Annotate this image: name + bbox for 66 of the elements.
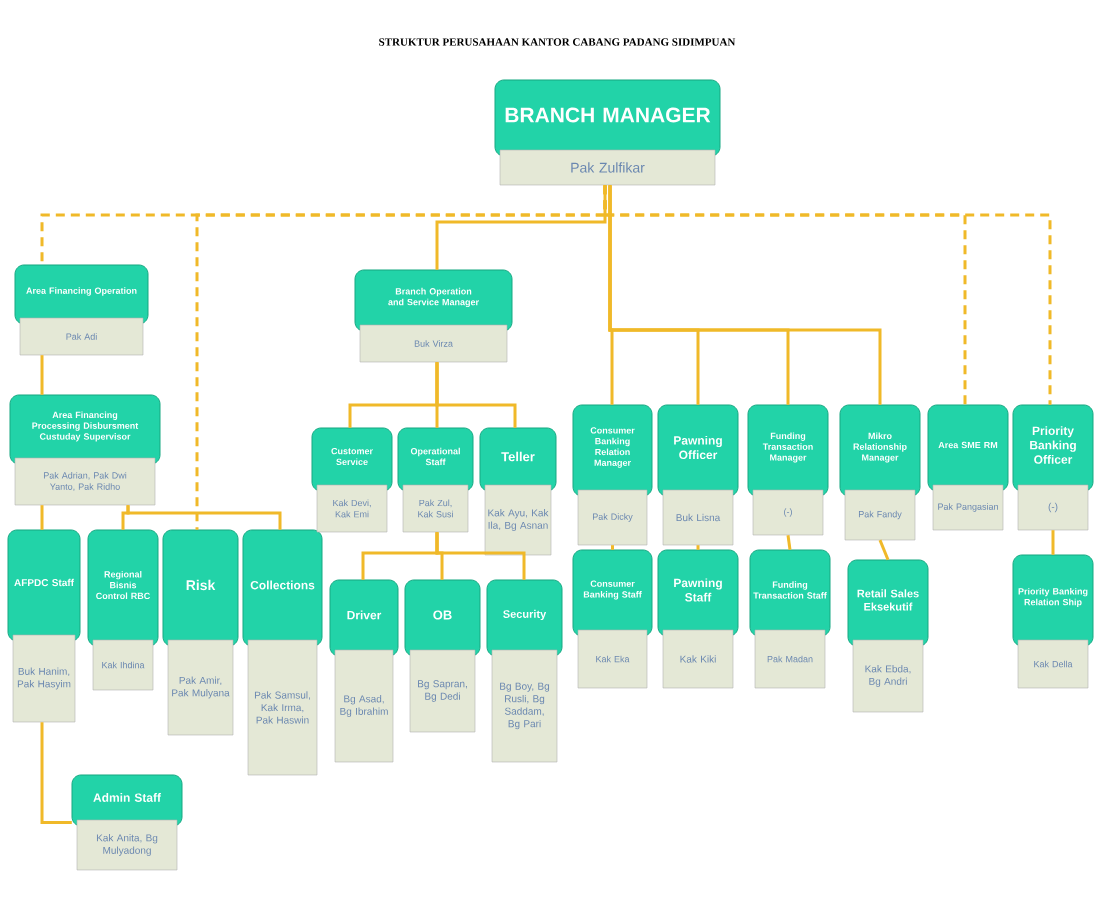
node-label: Pak Adrian, Pak Dwi Yanto, Pak Ridho — [43, 472, 127, 491]
node-label: Buk Hanim, Pak Hasyim — [17, 667, 71, 690]
position-card: BRANCH MANAGER Pak Zulfikar — [494, 79, 721, 186]
position-card: Security Bg Boy, Bg Rusli, Bg Saddam, Bg Pari — [486, 579, 563, 763]
node-label: Security — [503, 609, 547, 621]
connector-line — [1051, 530, 1055, 555]
node-label: Pak Amir, Pak Mulyana — [172, 676, 230, 699]
position-card: Area SME RM Pak Pangasian — [927, 404, 1009, 531]
position-card: Area Financing Operation Pak Adi — [14, 264, 149, 356]
node-label: (-) — [1048, 502, 1058, 513]
position-card: Mikro Relationship Manager Pak Fandy — [839, 404, 921, 541]
connector-line — [878, 539, 890, 561]
node-label: Pak Adi — [66, 333, 97, 340]
connector-line — [40, 722, 72, 824]
node-label: Kak Eka — [596, 655, 630, 663]
position-card: Consumer Banking Staff Kak Eka — [572, 549, 653, 689]
connector-line — [696, 545, 700, 550]
position-card: Driver Bg Asad, Bg Ibrahim — [329, 579, 399, 763]
position-card: Priority Banking Relation Ship Kak Della — [1012, 554, 1094, 689]
position-card: Branch Operation and Service Manager Buk Virza — [354, 269, 513, 363]
position-card: Customer Service Kak Devi, Kak Emi — [311, 427, 393, 533]
connector-line — [435, 362, 517, 428]
connector-line — [40, 505, 44, 530]
node-label: Pak Madan — [767, 655, 813, 663]
node-label: Buk Lisna — [676, 513, 721, 522]
position-card: OB Bg Sapran, Bg Dedi — [404, 579, 481, 733]
node-label: (-) — [784, 508, 792, 517]
node-label: Kak Anita, Bg Mulyadong — [96, 834, 158, 856]
position-card: Risk Pak Amir, Pak Mulyana — [162, 529, 239, 736]
position-card: Priority Banking Officer (-) — [1012, 404, 1094, 531]
node-label: Kak Ayu, Kak Ila, Bg Asnan — [488, 509, 549, 531]
connector-line — [126, 505, 282, 530]
node-label: Kak Ebda, Bg Andri — [865, 665, 911, 687]
position-card: Collections Pak Samsul, Kak Irma, Pak Haswin — [242, 529, 323, 776]
node-label: Driver — [347, 610, 382, 620]
node-label: Pak Zulfikar — [571, 162, 645, 173]
node-label: Kak Kiki — [680, 655, 716, 663]
connector-line — [40, 355, 44, 395]
title: STRUKTUR PERUSAHAAN KANTOR CABANG PADANG SIDIMPUAN — [379, 38, 736, 46]
node-label: Kak Devi, Kak Emi — [333, 499, 371, 518]
position-card: Regional Bisnis Control RBC Kak Ihdina — [87, 529, 159, 691]
node-label: Pak Fandy — [858, 510, 902, 520]
connector-line — [435, 532, 526, 580]
position-card: Area Financing Processing Disbursment Custuday Supervisor Pak Adrian, Pak Dwi Yanto, Pak Ridho — [9, 394, 161, 506]
node-label: Pak Dicky — [592, 513, 633, 522]
node-label: Buk Virza — [414, 340, 453, 347]
node-label: Kak Della — [1034, 660, 1073, 668]
connector-line — [786, 534, 792, 550]
node-label: Pak Zul, Kak Susi — [418, 499, 453, 518]
position-card: Retail Sales Eksekutif Kak Ebda, Bg Andri — [847, 559, 929, 713]
node-label: Kak Ihdina — [102, 661, 145, 669]
position-card: Pawning Staff Kak Kiki — [657, 549, 739, 689]
position-card: Teller Kak Ayu, Kak Ila, Bg Asnan — [479, 427, 557, 556]
position-card: Operational Staff Pak Zul, Kak Susi — [397, 427, 474, 533]
position-card: Consumer Banking Relation Manager Pak Dicky — [572, 404, 653, 546]
connector-line — [435, 185, 607, 270]
position-card: Funding Transaction Manager (-) — [747, 404, 829, 536]
node-label: Bg Sapran, Bg Dedi — [418, 680, 467, 702]
node-label: Pak Pangasian — [938, 503, 998, 512]
node-label: Collections — [250, 580, 315, 590]
connector-line — [608, 185, 882, 405]
position-card: Pawning Officer Buk Lisna — [657, 404, 739, 546]
position-card: AFPDC Staff Buk Hanim, Pak Hasyim — [7, 529, 81, 723]
position-card: Funding Transaction Staff Pak Madan — [749, 549, 831, 689]
connector-line — [611, 545, 614, 550]
position-card: Admin Staff Kak Anita, Bg Mulyadong — [71, 774, 183, 871]
